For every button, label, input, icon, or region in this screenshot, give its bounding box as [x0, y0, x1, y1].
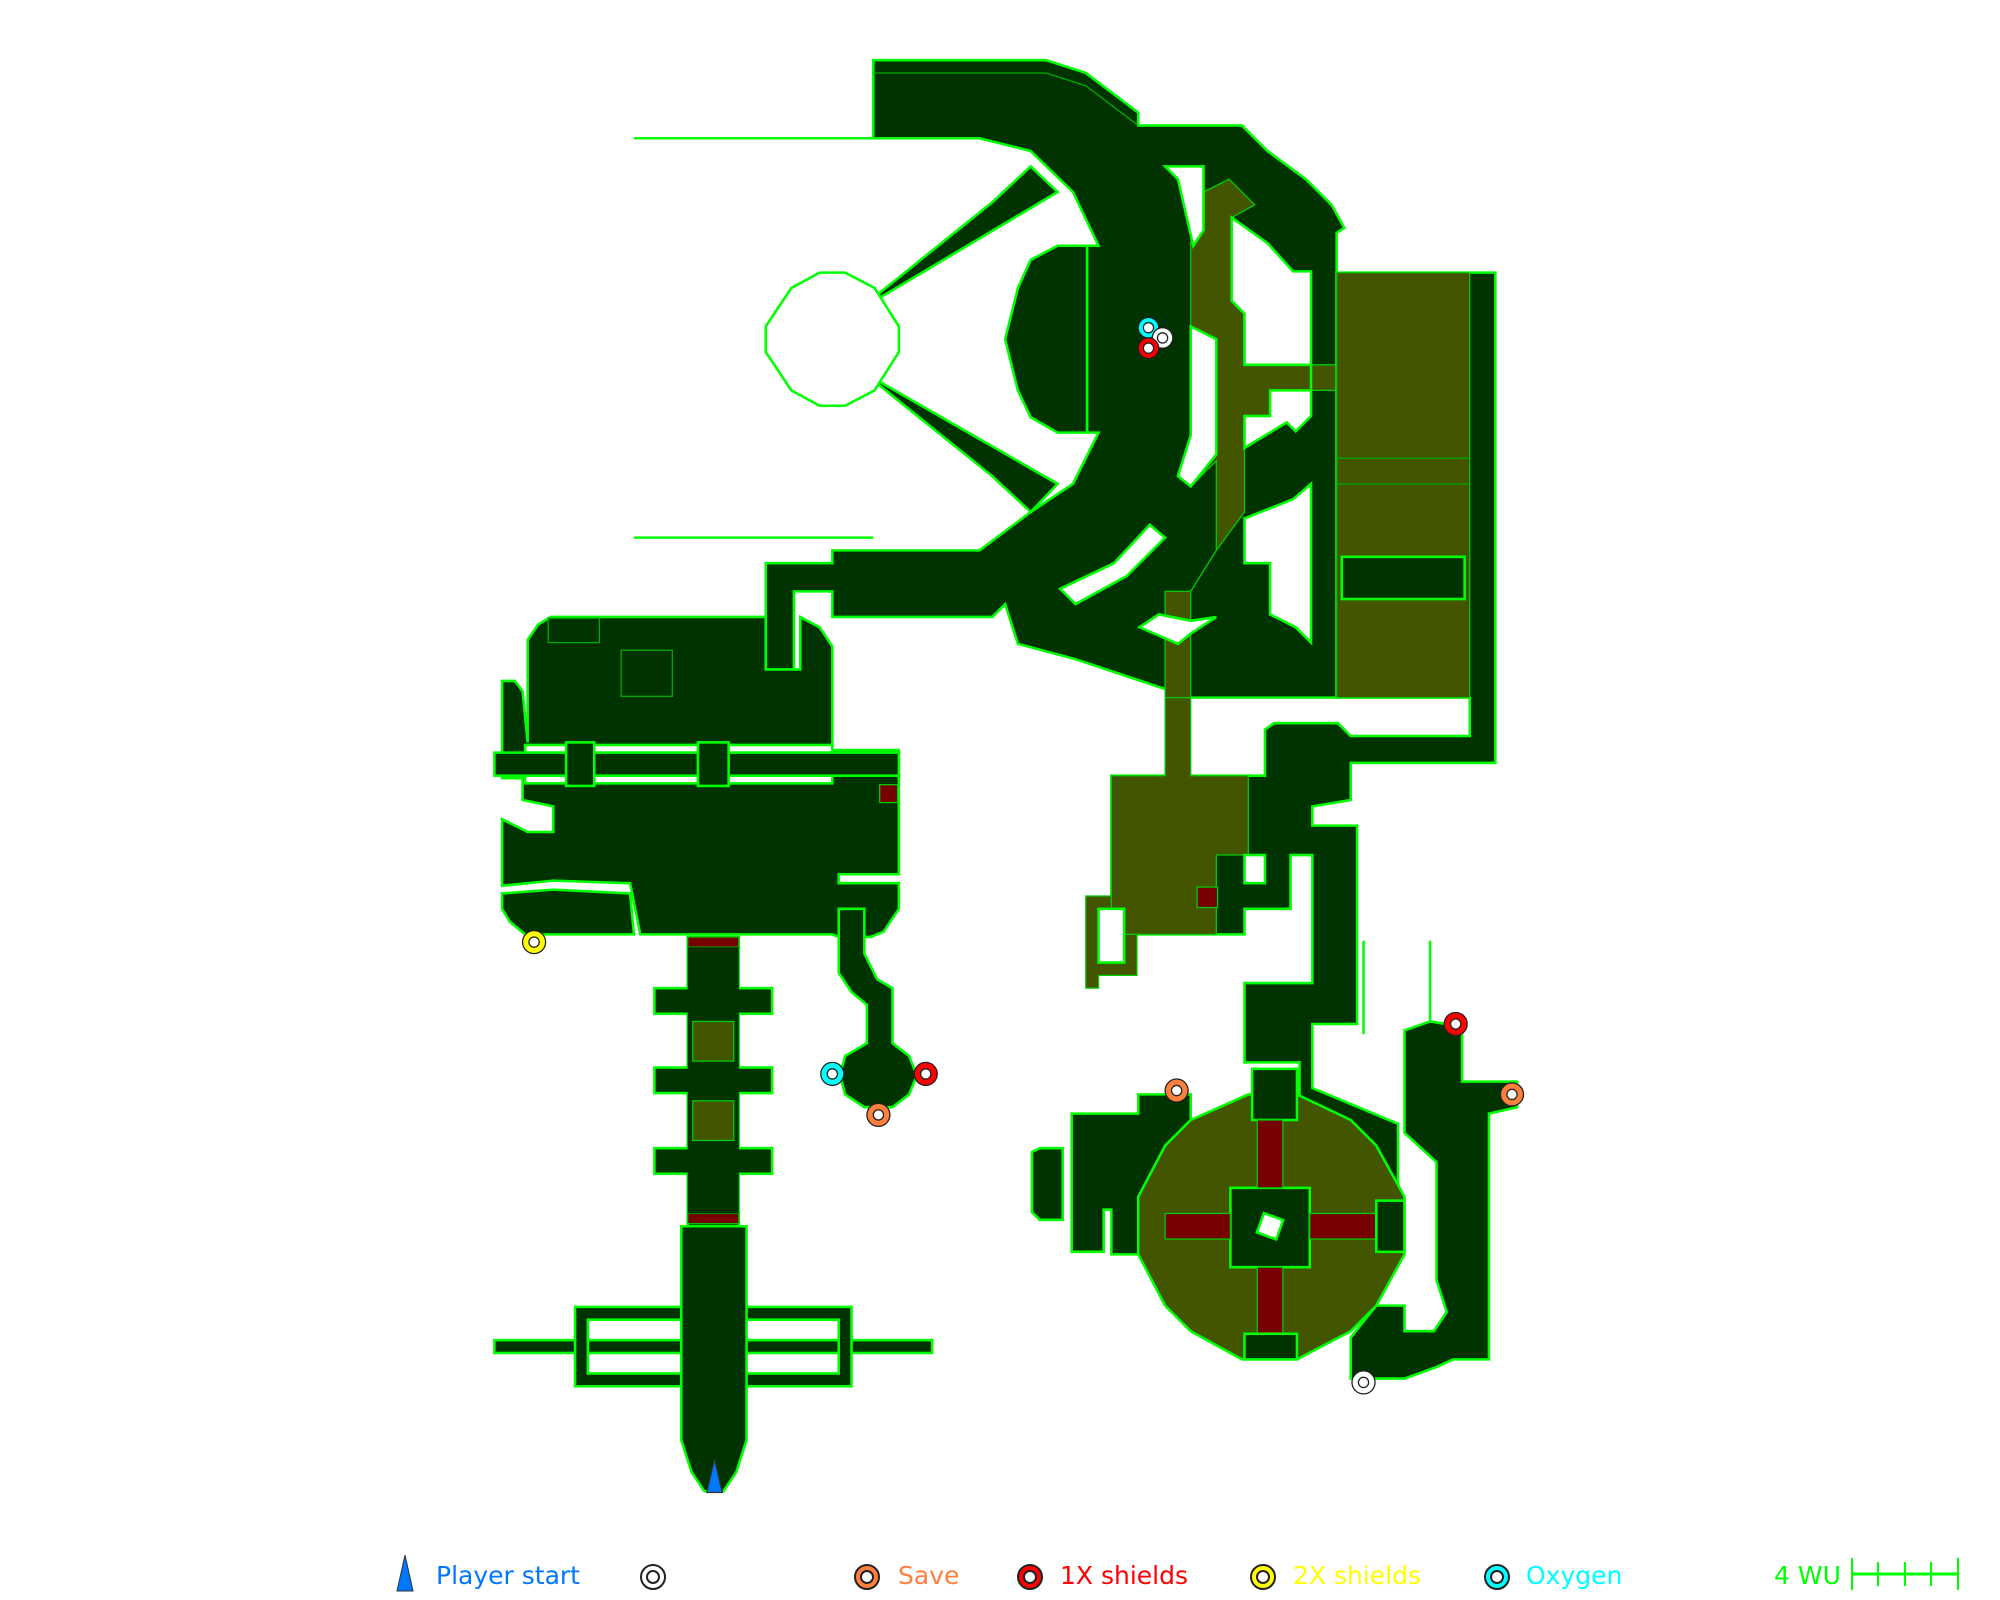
octagon-void — [764, 271, 901, 408]
void — [1057, 523, 1168, 606]
shield-1x-icon — [1443, 1011, 1468, 1037]
void — [1097, 907, 1126, 964]
door — [696, 741, 730, 788]
void — [1136, 613, 1218, 646]
platform — [1164, 1212, 1232, 1240]
save-icon — [866, 1102, 891, 1128]
scale-bar — [1851, 1558, 1959, 1590]
platform — [1309, 1212, 1377, 1240]
scale-label: 4 WU — [1774, 1560, 1841, 1590]
legend-player-start: Player start — [436, 1560, 580, 1590]
map-line — [620, 649, 673, 697]
olive-tile — [692, 1100, 735, 1142]
void — [1176, 324, 1218, 489]
unlabeled-item-legend-icon — [640, 1564, 666, 1590]
shield-2x-legend-icon — [1250, 1564, 1276, 1590]
shield-1x-icon — [1137, 337, 1160, 360]
cross-frame — [573, 1305, 853, 1388]
east-door — [1375, 1199, 1406, 1254]
void — [1162, 165, 1205, 249]
void — [1255, 1211, 1285, 1242]
olive-tile — [692, 1020, 735, 1062]
olive-room — [1336, 272, 1471, 699]
bridge — [1340, 555, 1466, 601]
oxygen-legend-icon — [1484, 1564, 1510, 1590]
platform — [687, 936, 740, 948]
save-icon — [1499, 1082, 1525, 1107]
east-wing — [1349, 1020, 1519, 1380]
oxygen-icon — [820, 1061, 845, 1087]
legend-save: Save — [898, 1560, 960, 1590]
shield-2x-icon — [521, 929, 547, 955]
save-icon — [1164, 1078, 1189, 1103]
inner-chamber — [1003, 244, 1089, 434]
save-legend-icon — [854, 1564, 880, 1590]
platform — [687, 1212, 740, 1225]
shield-1x-icon — [913, 1061, 938, 1087]
olive-room-south — [1110, 696, 1249, 936]
west-ledge — [500, 888, 636, 936]
void — [1243, 481, 1313, 646]
start-corridor — [680, 1224, 748, 1493]
platform — [1256, 1119, 1284, 1189]
north-door — [1250, 1067, 1299, 1122]
shield-1x-legend-icon — [1017, 1564, 1043, 1590]
corridor-fill — [687, 947, 739, 1214]
void — [1230, 215, 1313, 451]
platform — [1196, 886, 1219, 909]
legend-oxygen: Oxygen — [1526, 1560, 1623, 1590]
platform — [879, 784, 899, 804]
player-start-legend-icon — [396, 1554, 414, 1592]
map-line — [873, 72, 1139, 126]
unlabeled-item-icon — [1351, 1370, 1376, 1395]
door — [564, 741, 596, 788]
void — [1243, 853, 1267, 885]
oxygen-room — [837, 907, 919, 1109]
map-line — [547, 617, 601, 644]
west-cell — [1030, 1146, 1064, 1222]
legend-shields-1x: 1X shields — [1060, 1560, 1189, 1590]
player-start-icon — [706, 1459, 724, 1494]
legend-shields-2x: 2X shields — [1293, 1560, 1422, 1590]
platform — [1256, 1266, 1284, 1335]
south-door — [1243, 1332, 1299, 1361]
